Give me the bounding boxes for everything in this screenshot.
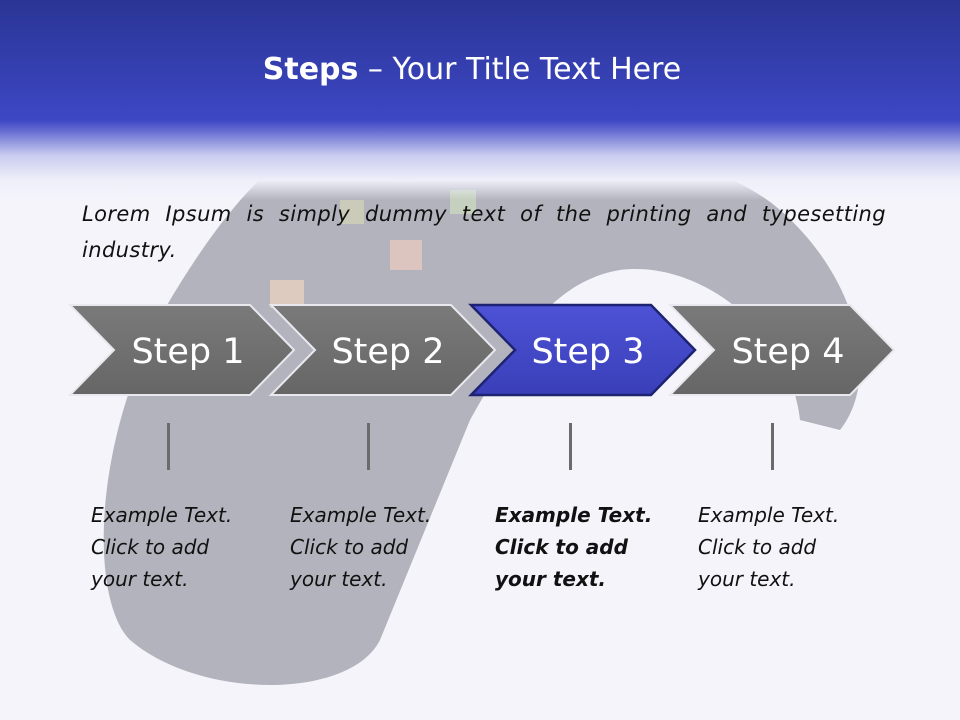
step-1-chevron[interactable]: Step 1 bbox=[67, 304, 296, 396]
step-1-connector bbox=[167, 423, 170, 470]
step-3-line-3: your text. bbox=[495, 567, 607, 591]
step-1-line-2: Click to add bbox=[91, 535, 210, 559]
step-4-line-2: Click to add bbox=[698, 535, 817, 559]
step-1-line-1: Example Text. bbox=[91, 503, 233, 527]
step-2-line-1: Example Text. bbox=[290, 503, 432, 527]
step-3-label: Step 3 bbox=[531, 332, 644, 372]
step-2-line-3: your text. bbox=[290, 567, 388, 591]
title-banner bbox=[0, 0, 960, 200]
title-bold: Steps bbox=[262, 52, 359, 87]
slide-title: Steps – Your Title Text Here bbox=[0, 52, 944, 87]
step-2-text[interactable]: Example Text. Click to add your text. bbox=[290, 499, 465, 595]
step-3-line-2: Click to add bbox=[495, 535, 628, 559]
step-4-text[interactable]: Example Text. Click to add your text. bbox=[698, 499, 873, 595]
step-2-line-2: Click to add bbox=[290, 535, 409, 559]
step-2-chevron[interactable]: Step 2 bbox=[268, 304, 497, 396]
title-rest: – Your Title Text Here bbox=[358, 52, 682, 87]
step-1-label: Step 1 bbox=[131, 332, 244, 372]
step-1-line-3: your text. bbox=[91, 567, 189, 591]
step-4-line-1: Example Text. bbox=[698, 503, 840, 527]
step-2-connector bbox=[367, 423, 370, 470]
step-1-text[interactable]: Example Text. Click to add your text. bbox=[91, 499, 266, 595]
step-4-label: Step 4 bbox=[731, 332, 844, 372]
step-4-connector bbox=[771, 423, 774, 470]
step-4-line-3: your text. bbox=[698, 567, 796, 591]
step-3-line-1: Example Text. bbox=[495, 503, 653, 527]
step-3-chevron[interactable]: Step 3 bbox=[468, 303, 697, 397]
step-4-chevron[interactable]: Step 4 bbox=[667, 304, 896, 396]
step-3-connector bbox=[569, 423, 572, 470]
step-3-text[interactable]: Example Text. Click to add your text. bbox=[495, 499, 670, 595]
step-2-label: Step 2 bbox=[331, 332, 444, 372]
intro-paragraph: Lorem Ipsum is simply dummy text of the … bbox=[82, 202, 886, 262]
